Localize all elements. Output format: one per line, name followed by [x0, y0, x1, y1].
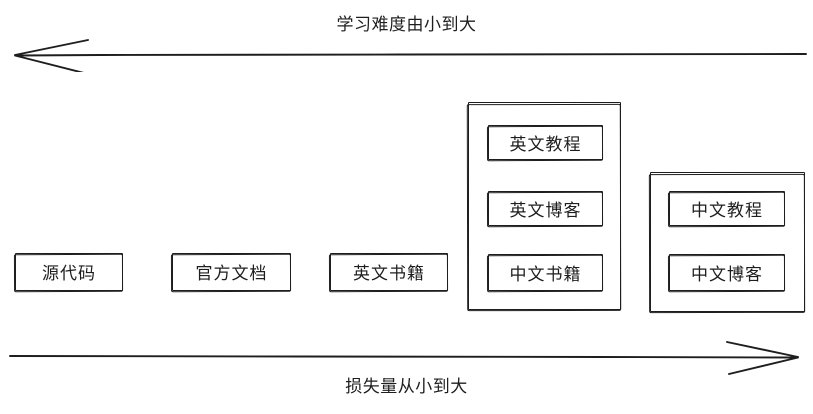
node-english-books[interactable]: 英文书籍 [330, 253, 448, 291]
node-chinese-books[interactable]: 中文书籍 [488, 254, 603, 291]
node-label: 中文书籍 [509, 264, 582, 284]
node-official-docs[interactable]: 官方文档 [172, 253, 291, 291]
top-axis-label: 学习难度由小到大 [336, 15, 477, 34]
node-source-code[interactable]: 源代码 [15, 253, 123, 291]
chinese-tutorial-group[interactable]: 中文教程 中文博客 [650, 172, 805, 312]
arrow-right-icon [9, 341, 799, 375]
node-label: 源代码 [42, 264, 96, 283]
arrow-left-icon [14, 39, 807, 72]
node-english-tutorial[interactable]: 英文教程 [488, 125, 603, 160]
node-english-blog[interactable]: 英文博客 [488, 191, 603, 226]
node-label: 官方文档 [195, 264, 268, 283]
node-label: 英文书籍 [353, 264, 425, 283]
bottom-axis-label: 损失量从小到大 [345, 377, 468, 396]
node-chinese-blog[interactable]: 中文博客 [669, 254, 785, 291]
node-label: 中文博客 [691, 264, 763, 284]
node-label: 中文教程 [691, 200, 763, 220]
english-tutorial-group[interactable]: 英文教程 英文博客 中文书籍 [468, 102, 621, 310]
node-chinese-tutorial[interactable]: 中文教程 [669, 191, 785, 226]
node-label: 英文教程 [509, 134, 582, 154]
node-label: 英文博客 [509, 200, 582, 220]
